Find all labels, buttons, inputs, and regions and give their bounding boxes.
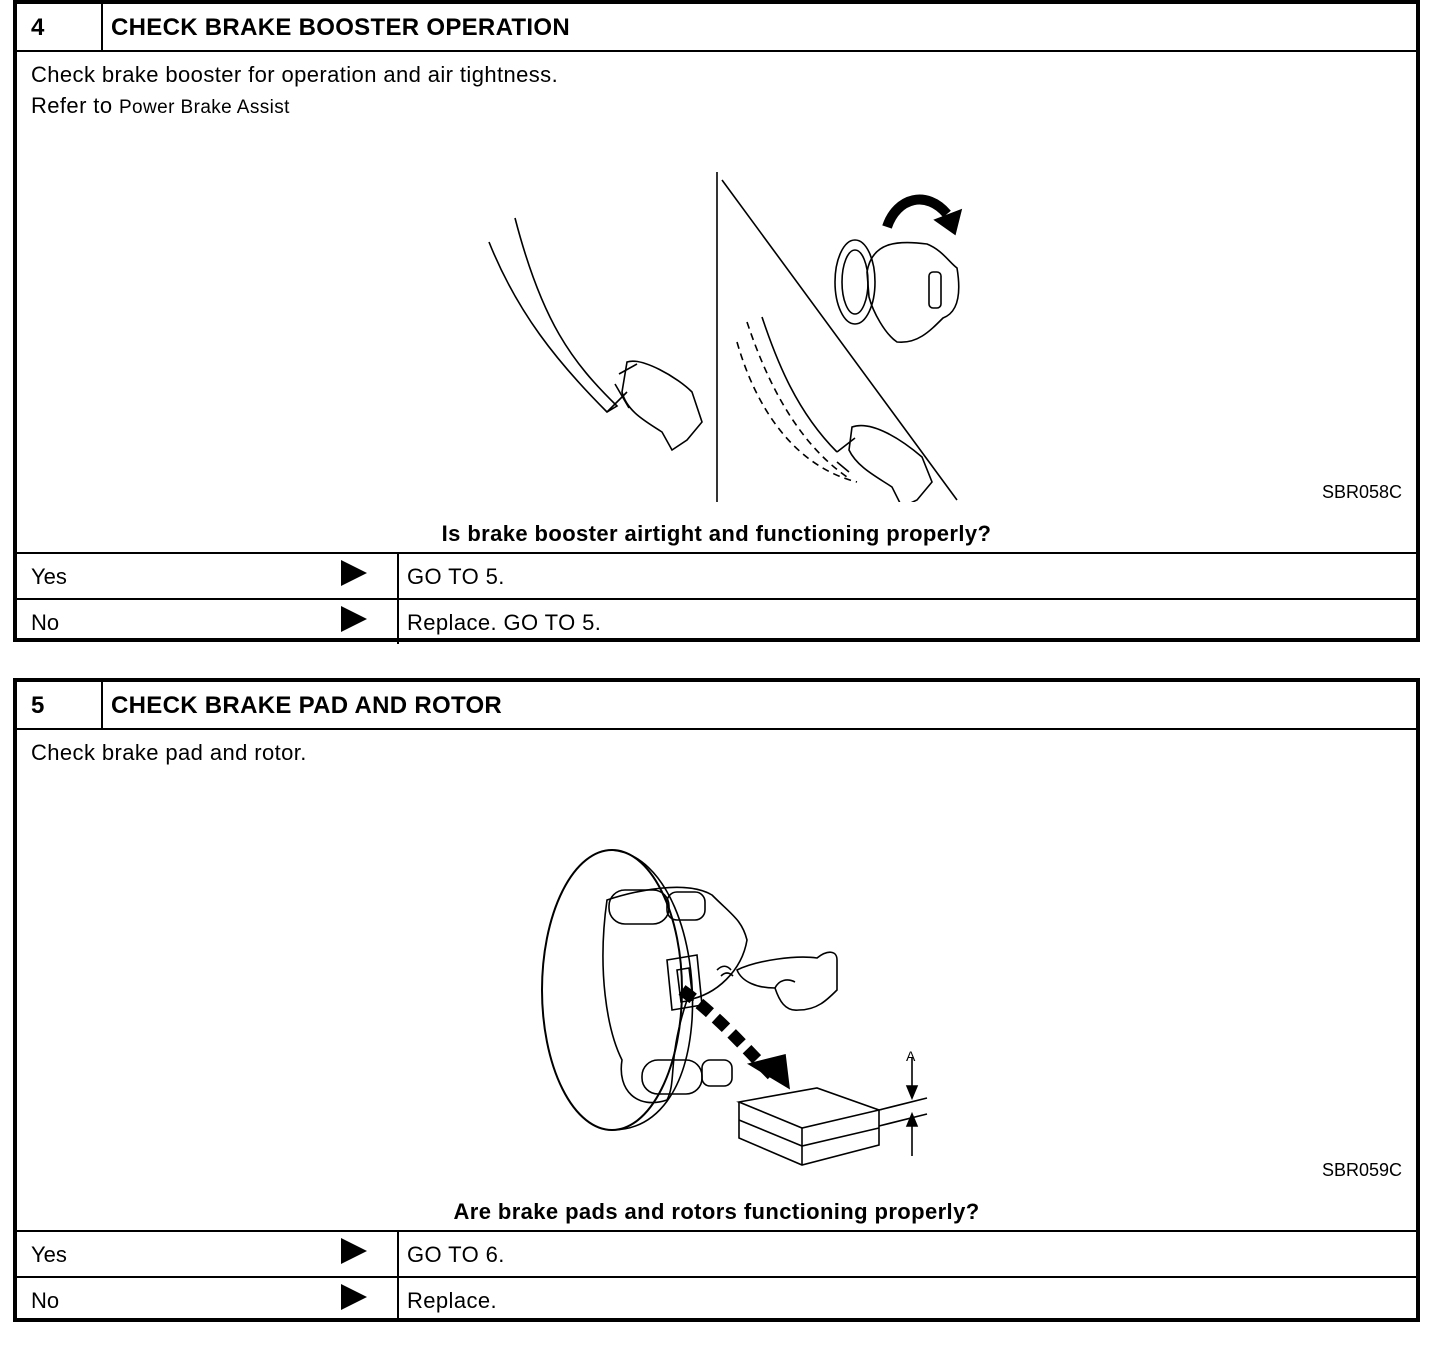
answer-label: Yes [17, 1232, 399, 1276]
step-4-table: 4 CHECK BRAKE BOOSTER OPERATION Check br… [13, 0, 1420, 644]
step-title: CHECK BRAKE PAD AND ROTOR [111, 692, 503, 719]
instruction-text: Check brake pad and rotor. [31, 740, 307, 765]
figure-code: SBR058C [1321, 482, 1402, 502]
brake-pad-rotor-illustration [541, 849, 928, 1166]
step-header: 5 CHECK BRAKE PAD AND ROTOR [17, 682, 1416, 730]
answer-label: No [17, 1278, 399, 1322]
arrow-right-icon [341, 560, 367, 586]
answer-no-label: No [31, 1288, 60, 1313]
step-number: 4 [17, 4, 103, 50]
arrow-right-icon [341, 1284, 367, 1310]
step-body: Check brake booster for operation and ai… [17, 52, 1416, 554]
answer-yes-label: Yes [31, 564, 67, 589]
step-number: 5 [17, 682, 103, 728]
answer-row-no: No Replace. GO TO 5. [17, 598, 1416, 644]
answer-action: GO TO 6. [407, 1242, 505, 1267]
step-body: Check brake pad and rotor. [17, 730, 1416, 1232]
answer-label: No [17, 600, 399, 644]
arrow-right-icon [341, 1238, 367, 1264]
answer-row-no: No Replace. [17, 1276, 1416, 1322]
answer-row-yes: Yes GO TO 5. [17, 554, 1416, 598]
reference-line: Refer to Power Brake Assist [31, 93, 290, 119]
answer-no-label: No [31, 610, 60, 635]
step-title: CHECK BRAKE BOOSTER OPERATION [111, 14, 570, 41]
arrow-right-icon [341, 606, 367, 632]
dimension-label-a: A [906, 1048, 916, 1064]
question-text: Is brake booster airtight and functionin… [441, 521, 992, 546]
question-text: Are brake pads and rotors functioning pr… [453, 1199, 980, 1224]
answer-action: Replace. [407, 1288, 498, 1313]
step-5-table: 5 CHECK BRAKE PAD AND ROTOR Check brake … [13, 678, 1420, 1322]
answer-action: Replace. GO TO 5. [407, 610, 602, 635]
answer-row-yes: Yes GO TO 6. [17, 1232, 1416, 1276]
figure-code: SBR059C [1321, 1160, 1402, 1180]
answer-label: Yes [17, 554, 399, 598]
reference-prefix: Refer to [31, 93, 113, 118]
step-header: 4 CHECK BRAKE BOOSTER OPERATION [17, 4, 1416, 52]
instruction-text: Check brake booster for operation and ai… [31, 62, 559, 87]
answer-action: GO TO 5. [407, 564, 505, 589]
brake-booster-illustration [488, 172, 963, 502]
answer-yes-label: Yes [31, 1242, 67, 1267]
reference-link[interactable]: Power Brake Assist [118, 97, 290, 118]
